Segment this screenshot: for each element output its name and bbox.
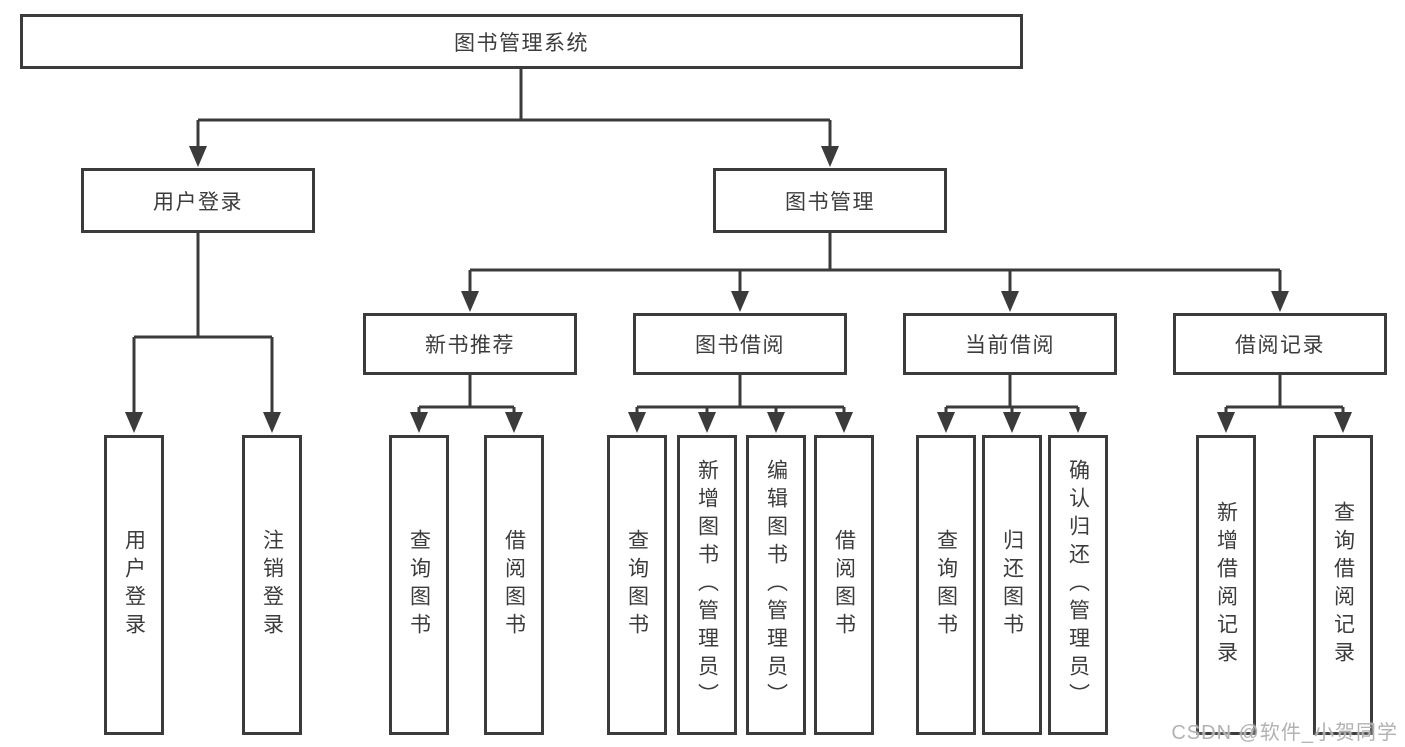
node-label: 新书推荐 bbox=[425, 334, 515, 357]
node-label: 查询图书 bbox=[625, 529, 649, 641]
leaf-confirm-return-admin: 确认归还（管理员） bbox=[1048, 435, 1108, 735]
node-label: 图书借阅 bbox=[695, 334, 785, 357]
leaf-add-borrow-record: 新增借阅记录 bbox=[1196, 435, 1256, 735]
node-label: 查询图书 bbox=[407, 529, 431, 641]
leaf-return-books: 归还图书 bbox=[982, 435, 1042, 735]
node-label: 借阅记录 bbox=[1235, 334, 1325, 357]
leaf-user-login: 用户登录 bbox=[104, 435, 164, 735]
leaf-logout: 注销登录 bbox=[242, 435, 302, 735]
node-label: 新增图书（管理员） bbox=[695, 459, 719, 711]
node-label: 用户登录 bbox=[153, 190, 243, 214]
tree-lines bbox=[132, 69, 1345, 416]
node-label: 注销登录 bbox=[260, 529, 284, 641]
node-label: 借阅图书 bbox=[832, 529, 856, 641]
node-current-borrowing: 当前借阅 bbox=[903, 313, 1117, 375]
leaf-add-book-admin: 新增图书（管理员） bbox=[677, 435, 737, 735]
leaf-query-borrow-record: 查询借阅记录 bbox=[1313, 435, 1373, 735]
node-book-management: 图书管理 bbox=[713, 168, 947, 233]
node-new-book-recommendation: 新书推荐 bbox=[363, 313, 577, 375]
node-user-login: 用户登录 bbox=[81, 168, 315, 233]
node-label: 图书管理系统 bbox=[454, 31, 589, 55]
watermark: CSDN @软件_小贺同学 bbox=[1171, 722, 1398, 744]
node-label: 借阅图书 bbox=[502, 529, 526, 641]
node-label: 图书管理 bbox=[785, 190, 875, 214]
leaf-query-books-recommend: 查询图书 bbox=[389, 435, 449, 735]
node-label: 确认归还（管理员） bbox=[1066, 459, 1090, 711]
leaf-borrow-books: 借阅图书 bbox=[814, 435, 874, 735]
node-label: 归还图书 bbox=[1000, 529, 1024, 641]
leaf-edit-book-admin: 编辑图书（管理员） bbox=[746, 435, 806, 735]
node-book-borrowing: 图书借阅 bbox=[633, 313, 847, 375]
node-borrowing-records: 借阅记录 bbox=[1173, 313, 1387, 375]
leaf-borrow-books-recommend: 借阅图书 bbox=[484, 435, 544, 735]
node-label: 查询借阅记录 bbox=[1331, 501, 1355, 669]
leaf-query-books-borrowing: 查询图书 bbox=[607, 435, 667, 735]
node-library-management-system: 图书管理系统 bbox=[20, 14, 1023, 69]
node-label: 新增借阅记录 bbox=[1214, 501, 1238, 669]
node-label: 查询图书 bbox=[934, 529, 958, 641]
node-label: 编辑图书（管理员） bbox=[764, 459, 788, 711]
leaf-query-books-current: 查询图书 bbox=[916, 435, 976, 735]
node-label: 用户登录 bbox=[122, 529, 146, 641]
node-label: 当前借阅 bbox=[965, 334, 1055, 357]
